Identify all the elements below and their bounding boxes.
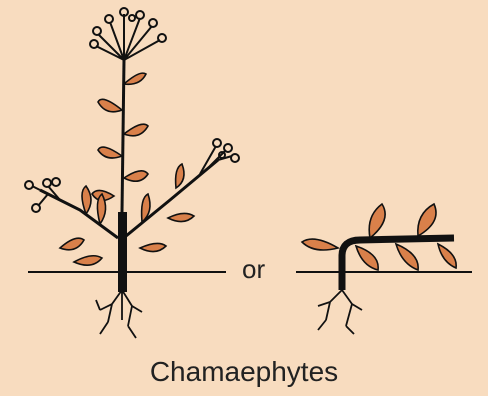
creeping-chamaephyte-plant-icon [296, 204, 472, 334]
right-roots [318, 290, 362, 334]
left-roots [96, 290, 142, 338]
upright-chamaephyte-plant-icon [25, 8, 239, 338]
main-stem [122, 60, 124, 212]
diagram-caption: Chamaephytes [0, 356, 488, 388]
or-connector-label: or [242, 254, 265, 285]
woody-stem-base [118, 212, 127, 292]
